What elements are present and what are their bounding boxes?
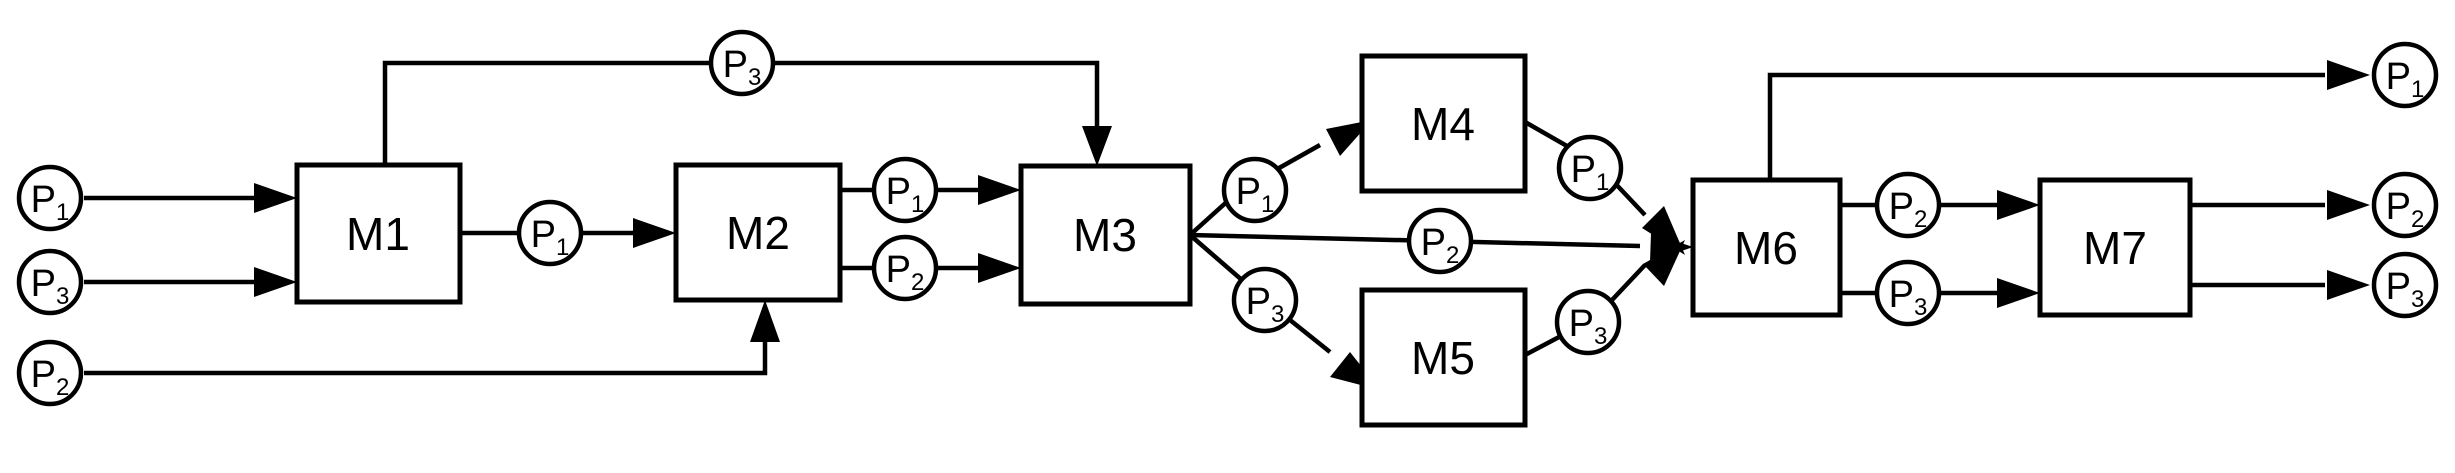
token-output-p3-index: 3 <box>2411 286 2424 313</box>
token-m6-m7-p3: P3 <box>1874 259 1942 327</box>
token-m1-m3-p3-letter: P <box>723 44 748 86</box>
arrow-into-m7-lower <box>1997 278 2040 308</box>
svg-text:P3: P3 <box>2386 266 2425 313</box>
svg-text:P2: P2 <box>1421 222 1460 269</box>
svg-text:P3: P3 <box>723 44 762 91</box>
token-m5-m6-p3-index: 3 <box>1594 323 1607 350</box>
token-m5-m6-p3-letter: P <box>1569 303 1594 345</box>
token-output-p1-letter: P <box>2386 56 2411 98</box>
token-input-p3-index: 3 <box>56 283 69 310</box>
svg-text:P3: P3 <box>31 263 70 310</box>
machine-m4-label: M4 <box>1411 98 1475 150</box>
svg-text:P3: P3 <box>1889 274 1928 321</box>
token-input-p2: P2 <box>16 339 84 407</box>
token-m3-m4-p1: P1 <box>1221 156 1289 224</box>
token-input-p3: P3 <box>16 248 84 316</box>
token-m5-m6-p3: P3 <box>1554 288 1622 356</box>
token-m3-m6-p2-index: 2 <box>1446 242 1459 269</box>
machine-m6-label: M6 <box>1734 222 1798 274</box>
svg-text:P2: P2 <box>31 354 70 401</box>
svg-text:P1: P1 <box>1236 171 1275 218</box>
machine-m5-label: M5 <box>1411 332 1475 384</box>
svg-text:P1: P1 <box>31 179 70 226</box>
token-m6-m7-p2: P2 <box>1874 171 1942 239</box>
token-output-p1: P1 <box>2371 41 2439 109</box>
token-m4-m6-p1-letter: P <box>1571 149 1596 191</box>
token-input-p3-letter: P <box>31 263 56 305</box>
token-m3-m6-p2-letter: P <box>1421 222 1446 264</box>
machine-m2: M2 <box>673 162 843 303</box>
arrow-to-out-p3 <box>2327 270 2370 300</box>
token-m1-m2-p1-letter: P <box>531 214 556 256</box>
arrow-into-m3-upper <box>978 175 1021 205</box>
token-m4-m6-p1: P1 <box>1556 134 1624 202</box>
token-m2-m3-p1-index: 1 <box>911 191 924 218</box>
token-m3-m5-p3-index: 3 <box>1271 301 1284 328</box>
token-output-p2-letter: P <box>2386 186 2411 228</box>
token-input-p1-letter: P <box>31 179 56 221</box>
token-output-p3-letter: P <box>2386 266 2411 308</box>
machine-m3: M3 <box>1018 163 1193 307</box>
token-m3-m4-p1-index: 1 <box>1261 191 1274 218</box>
token-m1-m2-p1-index: 1 <box>556 234 569 261</box>
machine-m5: M5 <box>1359 287 1528 428</box>
arrow-into-m3-lower <box>978 253 1021 283</box>
token-m6-m7-p3-letter: P <box>1889 274 1914 316</box>
token-m1-m3-p3: P3 <box>708 29 776 97</box>
svg-text:P3: P3 <box>1246 281 1285 328</box>
token-output-p1-index: 1 <box>2411 76 2424 103</box>
token-m2-m3-p1: P1 <box>871 156 939 224</box>
token-m6-m7-p3-index: 3 <box>1914 294 1927 321</box>
token-m4-m6-p1-index: 1 <box>1596 169 1609 196</box>
arrow-into-m6-lower <box>1643 240 1685 286</box>
arrow-into-m2-bottom <box>750 300 780 342</box>
token-m3-m5-p3: P3 <box>1231 266 1299 334</box>
arrow-into-m7-upper <box>1997 190 2040 220</box>
machine-m1: M1 <box>294 162 463 305</box>
wire-m6-out-p1 <box>1767 72 2325 180</box>
svg-text:P2: P2 <box>886 249 925 296</box>
token-input-p2-letter: P <box>31 354 56 396</box>
machine-m7-label: M7 <box>2083 222 2147 274</box>
svg-text:P1: P1 <box>1571 149 1610 196</box>
token-m2-m3-p2: P2 <box>871 234 939 302</box>
machine-m7: M7 <box>2037 177 2193 318</box>
arrow-into-m1-top <box>254 183 297 213</box>
wire-in-p2-m2 <box>84 335 768 376</box>
svg-text:P1: P1 <box>886 171 925 218</box>
token-m1-m2-p1: P1 <box>516 199 584 267</box>
arrow-into-m3-top <box>1082 126 1112 166</box>
token-m3-m5-p3-letter: P <box>1246 281 1271 323</box>
token-m3-m4-p1-letter: P <box>1236 171 1261 213</box>
machine-m6: M6 <box>1690 177 1843 318</box>
token-input-p1-index: 1 <box>56 199 69 226</box>
svg-text:P1: P1 <box>531 214 570 261</box>
token-output-p3: P3 <box>2371 251 2439 319</box>
token-m6-m7-p2-letter: P <box>1889 186 1914 228</box>
machine-m4: M4 <box>1359 53 1528 194</box>
token-m2-m3-p2-index: 2 <box>911 269 924 296</box>
machine-m2-label: M2 <box>726 207 790 259</box>
arrow-to-out-p2 <box>2327 190 2370 220</box>
token-m3-m6-p2: P2 <box>1406 207 1474 275</box>
svg-text:P3: P3 <box>1569 303 1608 350</box>
svg-text:P2: P2 <box>2386 186 2425 233</box>
token-m2-m3-p2-letter: P <box>886 249 911 291</box>
token-m6-m7-p2-index: 2 <box>1914 206 1927 233</box>
machine-m3-label: M3 <box>1073 209 1137 261</box>
arrow-into-m2-left <box>633 218 676 248</box>
token-output-p2: P2 <box>2371 171 2439 239</box>
arrow-to-out-p1 <box>2327 60 2370 90</box>
token-m2-m3-p1-letter: P <box>886 171 911 213</box>
machine-m1-label: M1 <box>346 208 410 260</box>
token-output-p2-index: 2 <box>2411 206 2424 233</box>
arrow-into-m6-upper <box>1642 206 1685 255</box>
token-input-p1: P1 <box>16 164 84 232</box>
svg-text:P1: P1 <box>2386 56 2425 103</box>
svg-text:P2: P2 <box>1889 186 1928 233</box>
token-m1-m3-p3-index: 3 <box>748 64 761 91</box>
arrow-into-m1-bottom <box>254 267 297 297</box>
token-input-p2-index: 2 <box>56 374 69 401</box>
